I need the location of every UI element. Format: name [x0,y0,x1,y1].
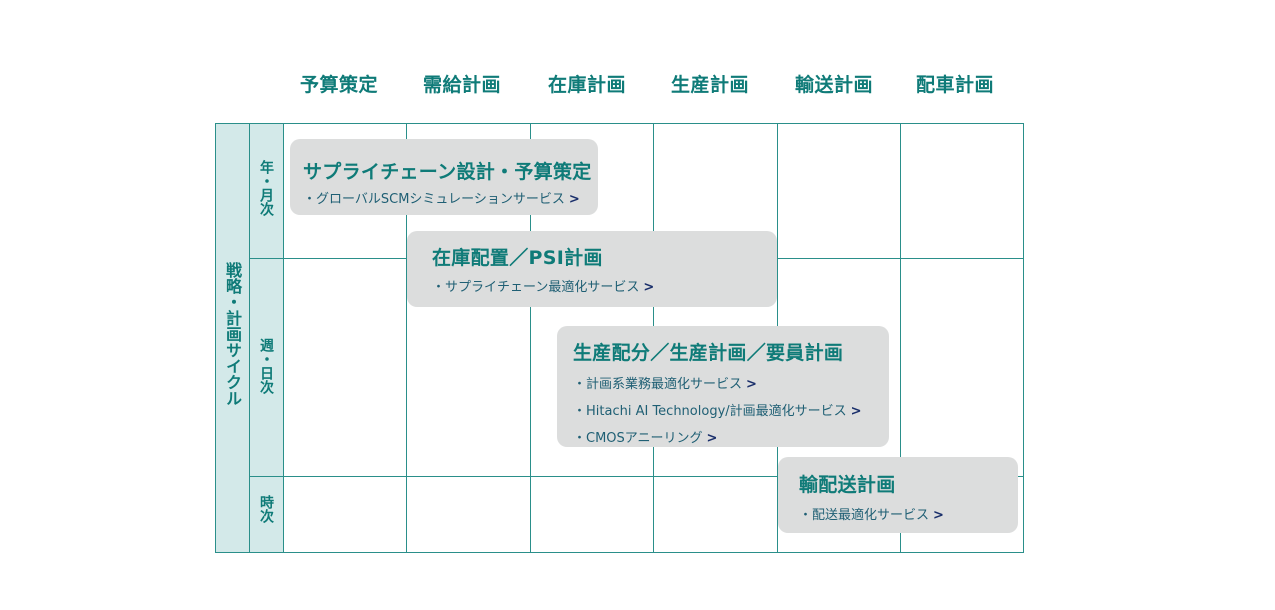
chevron-right-icon: > [746,377,757,392]
grid-col-line-3 [530,123,531,553]
grid-col-line-6 [900,123,901,553]
grid-col-line-0 [249,123,250,553]
cycle-band [215,123,249,553]
chevron-right-icon: > [568,192,580,207]
col-header-budget: 予算策定 [299,74,378,96]
link-supply-chain-optimization[interactable]: ・サプライチェーン最適化サービス> [432,276,777,295]
chevron-right-icon: > [706,431,718,446]
grid-col-line-1 [283,123,284,553]
box-inventory-psi: 在庫配置／PSI計画 ・サプライチェーン最適化サービス> [407,231,777,307]
link-hitachi-ai-technology[interactable]: ・Hitachi AI Technology/計画最適化サービス> [573,400,889,419]
grid-border-left [215,123,216,553]
row-label-weekly-daily: 週・日次 [258,338,274,394]
box-production-planning: 生産配分／生産計画／要員計画 ・計画系業務最適化サービス> ・Hitachi A… [557,326,889,447]
row-label-hourly: 時次 [258,495,274,523]
box-title-inventory-psi: 在庫配置／PSI計画 [432,247,603,269]
link-delivery-optimization[interactable]: ・配送最適化サービス> [799,504,1018,523]
col-header-inventory: 在庫計画 [547,74,626,96]
col-header-dispatch: 配車計画 [915,74,994,96]
grid-border-bottom [215,552,1024,553]
chevron-right-icon: > [643,280,655,295]
link-global-scm-simulation[interactable]: ・グローバルSCMシミュレーションサービス> [303,188,598,207]
chevron-right-icon: > [850,404,862,419]
col-header-production: 生産計画 [670,74,749,96]
col-header-transport: 輸送計画 [794,74,873,96]
link-label: ・計画系業務最適化サービス [573,377,743,392]
link-label: ・配送最適化サービス [799,508,930,523]
box-title-supply-chain-design: サプライチェーン設計・予算策定 [303,161,592,183]
link-label: ・グローバルSCMシミュレーションサービス [303,192,565,207]
link-label: ・Hitachi AI Technology/計画最適化サービス [573,404,847,419]
cycle-label: 戦略・計画サイクル [223,262,242,406]
box-delivery-planning: 輸配送計画 ・配送最適化サービス> [778,457,1018,533]
box-title-production-planning: 生産配分／生産計画／要員計画 [573,342,844,364]
link-planning-optimization[interactable]: ・計画系業務最適化サービス> [573,373,889,392]
grid-border-right [1023,123,1024,553]
link-cmos-annealing[interactable]: ・CMOSアニーリング> [573,427,889,446]
link-label: ・サプライチェーン最適化サービス [432,280,640,295]
grid-row-line-2 [249,476,1024,477]
box-supply-chain-design: サプライチェーン設計・予算策定 ・グローバルSCMシミュレーションサービス> [290,139,598,215]
col-header-demand: 需給計画 [422,74,501,96]
chevron-right-icon: > [933,508,944,523]
row-band [249,123,283,553]
box-title-delivery-planning: 輸配送計画 [799,474,896,496]
row-label-yearly-monthly: 年・月次 [258,160,274,216]
grid-border-top [215,123,1024,124]
link-label: ・CMOSアニーリング [573,431,703,446]
grid-col-line-2 [406,123,407,553]
